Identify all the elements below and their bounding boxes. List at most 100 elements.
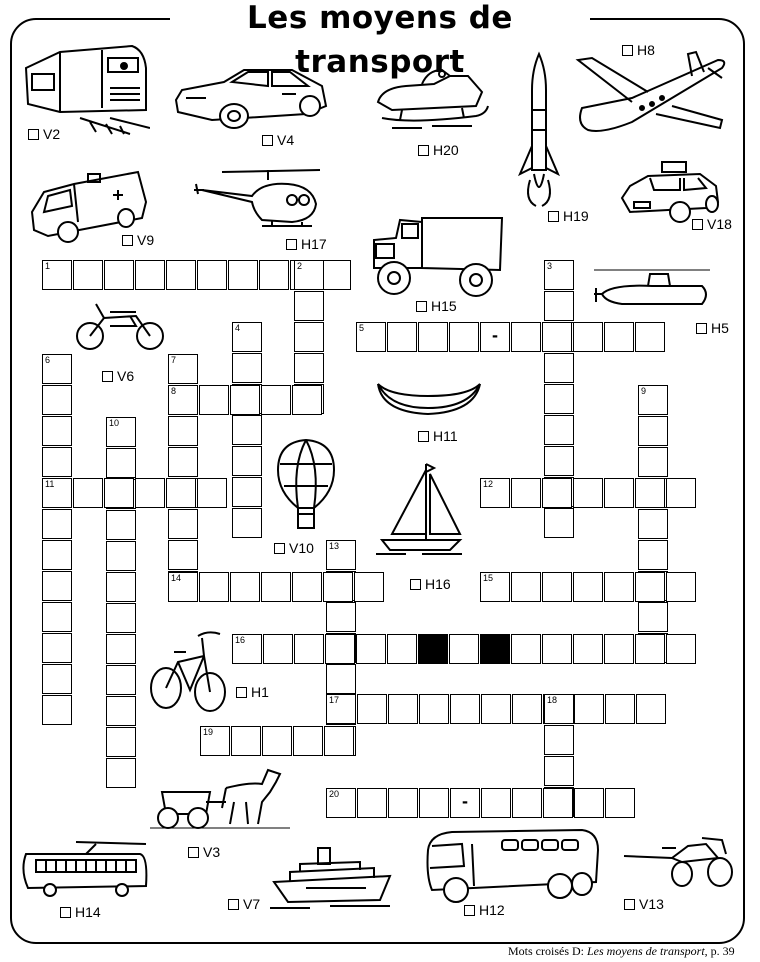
label-h20[interactable]: H20 [418,142,459,158]
grid-cell[interactable] [542,478,572,508]
grid-cell[interactable] [638,509,668,539]
grid-cell[interactable] [261,385,291,415]
grid-cell[interactable] [635,634,665,664]
grid-cell[interactable] [419,694,449,724]
grid-cell[interactable] [42,664,72,694]
label-h11[interactable]: H11 [418,428,458,444]
grid-cell[interactable] [228,260,258,290]
grid-cell[interactable] [106,510,136,540]
grid-cell[interactable] [573,572,603,602]
checkbox[interactable] [622,45,633,56]
grid-cell[interactable] [573,478,603,508]
label-v2[interactable]: V2 [28,126,60,142]
grid-cell[interactable]: 15 [480,572,510,602]
grid-cell[interactable] [635,322,665,352]
checkbox[interactable] [548,211,559,222]
grid-cell[interactable] [294,634,324,664]
grid-cell[interactable] [449,634,479,664]
grid-cell[interactable] [635,572,665,602]
grid-cell[interactable] [166,260,196,290]
grid-cell[interactable] [168,416,198,446]
grid-cell[interactable] [605,694,635,724]
grid-cell[interactable] [42,695,72,725]
grid-cell[interactable] [542,634,572,664]
checkbox[interactable] [418,145,429,156]
grid-cell[interactable] [230,385,260,415]
grid-cell[interactable]: 20 [326,788,356,818]
grid-cell[interactable] [106,603,136,633]
grid-cell[interactable] [261,572,291,602]
grid-cell[interactable] [292,572,322,602]
grid-cell[interactable] [605,788,635,818]
label-h17[interactable]: H17 [286,236,327,252]
grid-cell[interactable] [232,446,262,476]
grid-cell[interactable] [42,633,72,663]
label-v9[interactable]: V9 [122,232,154,248]
grid-cell[interactable] [635,478,665,508]
grid-cell[interactable] [199,385,229,415]
grid-cell[interactable]: 9 [638,385,668,415]
grid-cell[interactable]: 2 [294,260,324,290]
grid-cell[interactable] [542,572,572,602]
grid-cell[interactable] [166,478,196,508]
label-h16[interactable]: H16 [410,576,451,592]
grid-cell[interactable] [294,322,324,352]
checkbox[interactable] [418,431,429,442]
grid-cell[interactable] [638,416,668,446]
grid-cell[interactable] [42,385,72,415]
grid-cell[interactable] [104,478,134,508]
checkbox[interactable] [274,543,285,554]
grid-cell[interactable] [449,322,479,352]
label-h8[interactable]: H8 [622,42,655,58]
grid-cell[interactable] [321,260,351,290]
grid-cell[interactable] [106,665,136,695]
grid-cell[interactable] [574,694,604,724]
label-h1[interactable]: H1 [236,684,269,700]
grid-cell[interactable] [73,260,103,290]
checkbox[interactable] [102,371,113,382]
checkbox[interactable] [464,905,475,916]
grid-cell[interactable] [354,572,384,602]
label-v18[interactable]: V18 [692,216,732,232]
grid-cell[interactable] [604,572,634,602]
grid-cell[interactable]: 14 [168,572,198,602]
grid-cell[interactable] [450,788,480,818]
grid-cell[interactable] [106,448,136,478]
grid-cell[interactable] [418,322,448,352]
grid-cell[interactable] [450,694,480,724]
grid-cell[interactable] [511,478,541,508]
checkbox[interactable] [228,899,239,910]
grid-cell[interactable] [512,788,542,818]
grid-cell[interactable]: 1 [42,260,72,290]
grid-cell[interactable] [542,322,572,352]
grid-cell[interactable] [168,540,198,570]
grid-cell[interactable] [574,788,604,818]
grid-cell[interactable] [323,572,353,602]
grid-cell[interactable] [42,447,72,477]
grid-cell[interactable] [604,478,634,508]
grid-cell[interactable] [356,634,386,664]
grid-cell[interactable] [512,694,542,724]
grid-cell[interactable] [259,260,289,290]
checkbox[interactable] [692,219,703,230]
grid-cell[interactable] [544,446,574,476]
grid-cell[interactable] [42,416,72,446]
label-v6[interactable]: V6 [102,368,134,384]
grid-cell[interactable] [666,634,696,664]
grid-cell[interactable] [387,634,417,664]
label-h12[interactable]: H12 [464,902,505,918]
grid-cell[interactable] [325,634,355,664]
grid-cell[interactable] [544,353,574,383]
checkbox[interactable] [410,579,421,590]
grid-cell[interactable]: 17 [326,694,356,724]
grid-cell[interactable] [638,447,668,477]
grid-cell[interactable] [197,260,227,290]
grid-cell[interactable] [73,478,103,508]
grid-cell[interactable] [511,572,541,602]
grid-cell[interactable]: 3 [544,260,574,290]
grid-cell[interactable]: 12 [480,478,510,508]
label-h14[interactable]: H14 [60,904,101,920]
checkbox[interactable] [286,239,297,250]
grid-cell[interactable]: 19 [200,726,230,756]
grid-cell[interactable]: 8 [168,385,198,415]
